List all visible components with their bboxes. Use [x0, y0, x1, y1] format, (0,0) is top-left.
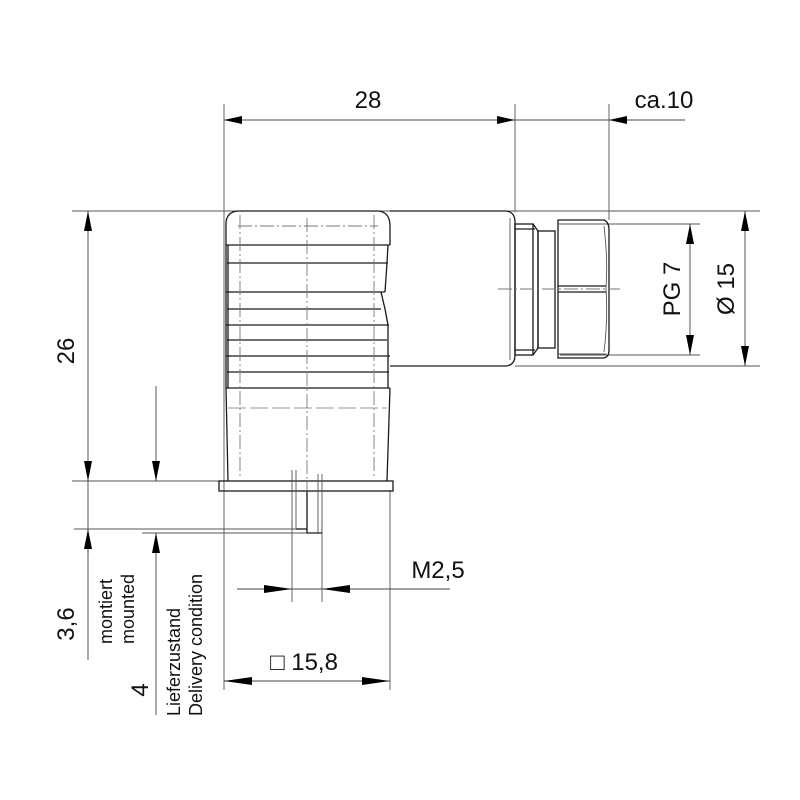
screw-pin	[291, 470, 323, 534]
dim-pg7-label: PG 7	[659, 262, 686, 317]
dim-height: 26	[53, 211, 92, 481]
dim-3-6-label: 3,6	[53, 607, 80, 640]
mounted-de-label: montiert	[96, 579, 116, 644]
dim-mounted: 3,6 montiert mounted	[53, 481, 138, 660]
center-lines	[238, 215, 620, 510]
dim-d15-label: Ø 15	[713, 263, 740, 315]
dim-flange-square: □ 15,8	[224, 649, 390, 685]
dim-delivery: 4 Lieferzustand Delivery condition	[127, 386, 206, 716]
dim-ca10-label: ca.10	[635, 87, 694, 114]
extension-lines	[72, 104, 760, 690]
delivery-de-label: Lieferzustand	[164, 608, 184, 716]
dim-4-label: 4	[127, 683, 154, 696]
dim-overall-width: 28	[224, 87, 515, 124]
dim-28-label: 28	[355, 87, 382, 114]
delivery-en-label: Delivery condition	[186, 574, 206, 716]
dim-thread: PG 7	[659, 224, 694, 355]
dim-screw: M2,5	[237, 557, 465, 593]
connector-arm	[390, 210, 516, 367]
dim-15-8-label: □ 15,8	[270, 649, 338, 676]
dim-outer-diameter: Ø 15	[713, 211, 749, 366]
cable-gland	[514, 219, 610, 359]
mounted-en-label: mounted	[118, 574, 138, 644]
dim-26-label: 26	[53, 338, 80, 365]
dim-gland-length: ca.10	[515, 87, 693, 124]
housing-body	[218, 210, 394, 492]
dim-m2-5-label: M2,5	[411, 557, 464, 584]
